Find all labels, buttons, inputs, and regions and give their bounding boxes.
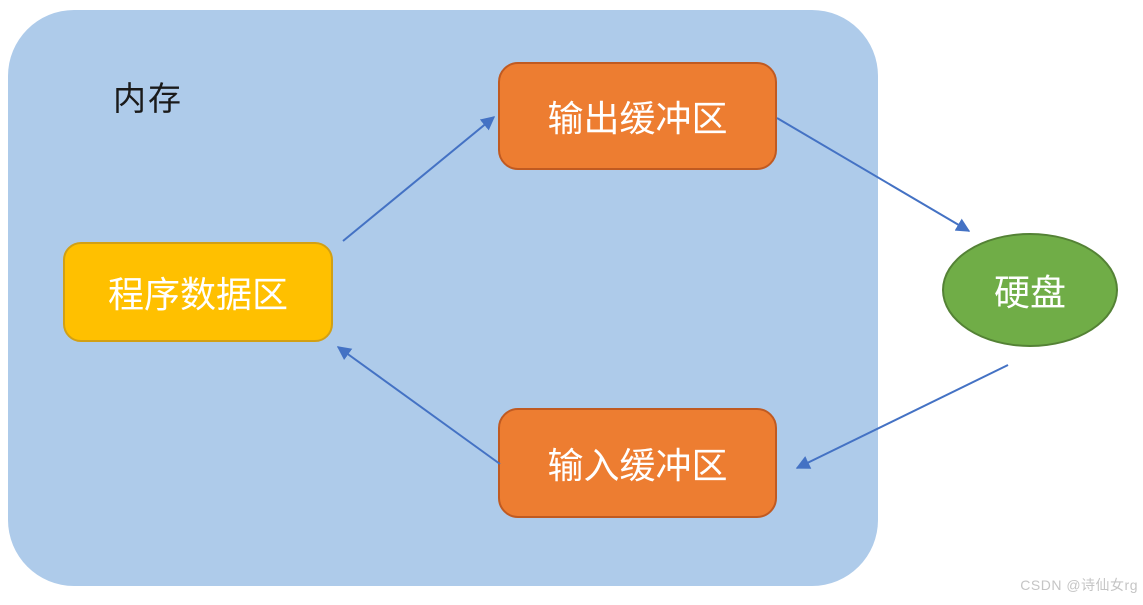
watermark: CSDN @诗仙女rg xyxy=(1020,577,1138,593)
program-data-node: 程序数据区 xyxy=(63,242,333,342)
input-buffer-node: 输入缓冲区 xyxy=(498,408,777,518)
memory-label: 内存 xyxy=(113,80,183,117)
output-buffer-node: 输出缓冲区 xyxy=(498,62,777,170)
hard-disk-node: 硬盘 xyxy=(942,233,1118,347)
